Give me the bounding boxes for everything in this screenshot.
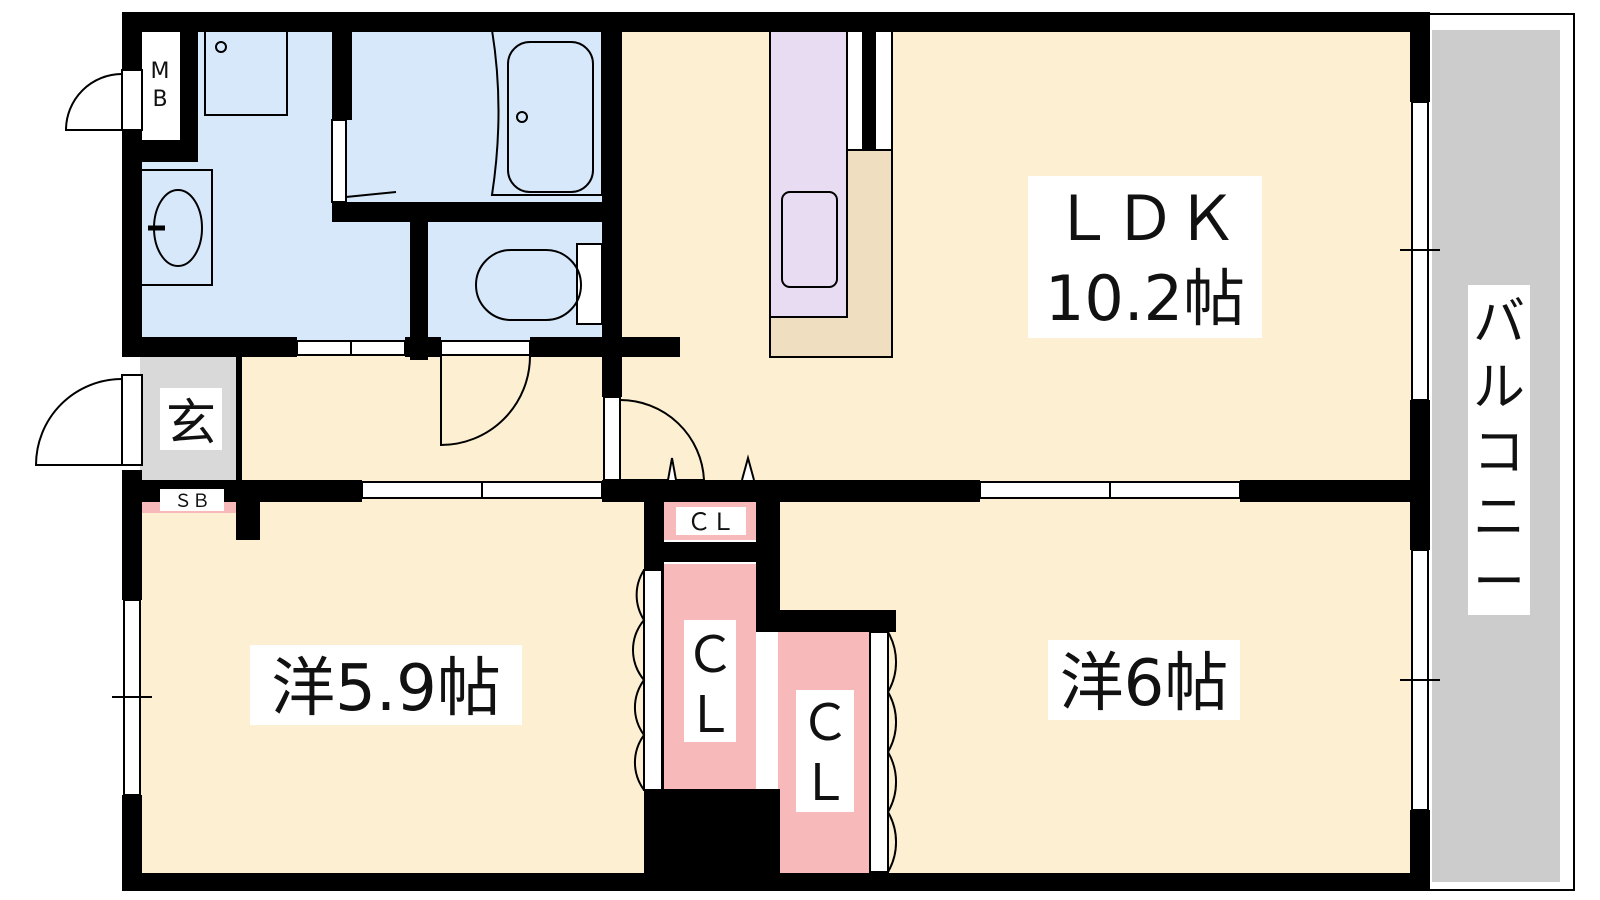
entrance-door xyxy=(121,374,143,466)
wall-bath-bottom xyxy=(332,202,604,222)
wall-left-upper xyxy=(122,12,142,352)
wall-mid-d xyxy=(1240,480,1430,502)
washing-machine-dot xyxy=(215,41,227,53)
wall-bath-right xyxy=(602,12,622,342)
walls xyxy=(122,12,1430,891)
wall-top xyxy=(122,12,1424,32)
kitchen xyxy=(769,29,893,358)
entrance-door-swing xyxy=(34,378,123,466)
shoe-box-label: ＳＢ xyxy=(174,491,210,512)
closet2-label-bg xyxy=(796,690,854,812)
closet1-label-c: Ｃ xyxy=(685,626,735,684)
ldk-door-swing xyxy=(619,398,706,481)
wall-left-mid xyxy=(122,470,142,600)
wall-closet-divider xyxy=(644,542,780,562)
bathtub-basin xyxy=(507,41,594,193)
ldk-floor xyxy=(622,30,1412,488)
western1-label: 洋5.9帖 xyxy=(271,652,501,726)
wall-hall-right xyxy=(602,342,622,397)
closet2-label-c: Ｃ xyxy=(800,694,850,752)
closet2-label-l: Ｌ xyxy=(800,754,850,812)
wall-right-low xyxy=(1410,810,1430,891)
wall-shoebox-corner xyxy=(236,500,260,540)
closet1-door-frame xyxy=(643,569,663,791)
bath-door-rail xyxy=(331,119,347,203)
toilet-door-swing xyxy=(440,355,531,447)
meter-box-label-m: M xyxy=(151,59,170,84)
ldk-name-label: ＬＤＫ xyxy=(1052,182,1238,255)
wall-meterbox-bottom xyxy=(122,140,198,162)
wall-meterbox-right xyxy=(180,12,198,162)
closet1-label-bg xyxy=(684,620,736,742)
toilet-door-frame xyxy=(440,340,531,356)
toilet-bowl xyxy=(475,249,582,321)
label-backgrounds xyxy=(144,50,1530,812)
closet-small-door-right xyxy=(741,454,755,481)
bath-door-line xyxy=(345,191,397,198)
entrance-label: 玄 xyxy=(166,394,216,452)
wall-closet-base xyxy=(644,789,780,873)
balcony-label-char: コ xyxy=(1473,423,1525,483)
wall-mid-a xyxy=(122,480,362,502)
western2-label-bg xyxy=(1048,640,1240,720)
meter-box-door xyxy=(121,69,143,131)
balcony-label-char: ー xyxy=(1473,553,1525,613)
balcony-label-char: バ xyxy=(1473,293,1525,353)
kitchen-sink xyxy=(781,191,838,288)
labels: ＬＤＫ 10.2帖 洋5.9帖 洋6帖 玄 ＳＢ M B ＣＬ Ｃ Ｌ Ｃ Ｌ … xyxy=(151,59,1526,812)
closet2-door-swing xyxy=(886,631,898,873)
closet1-label-l: Ｌ xyxy=(685,686,735,744)
closet-small-label: ＣＬ xyxy=(687,508,735,536)
closet-small-label-bg xyxy=(676,507,746,535)
floors xyxy=(140,13,1575,891)
wall-mid-b xyxy=(602,480,762,502)
wall-closet2-top xyxy=(756,610,896,632)
openings xyxy=(34,69,1440,873)
wall-right-top xyxy=(1410,12,1430,102)
wall-washroom-bottom-a xyxy=(122,337,297,357)
hall-floor xyxy=(240,355,622,488)
closet1-door-swing xyxy=(632,569,646,791)
wall-bath-left xyxy=(332,12,352,120)
balcony-label-char: ル xyxy=(1473,358,1525,418)
meter-box-label-bg xyxy=(144,50,176,114)
western1-label-bg xyxy=(250,645,522,725)
wall-right-mid xyxy=(1410,400,1430,550)
shoe-box-label-bg xyxy=(160,489,224,511)
wall-mid-c xyxy=(740,480,980,502)
wall-washroom-bottom-b xyxy=(405,337,441,357)
ldk-label-bg xyxy=(1028,176,1262,338)
meter-box-door-swing xyxy=(64,73,123,131)
balcony-label-char: ニ xyxy=(1473,488,1525,548)
balcony-label-bg xyxy=(1468,285,1530,615)
wall-entrance-right xyxy=(236,355,242,485)
ldk-size-label: 10.2帖 xyxy=(1045,262,1245,335)
ldk-door-frame xyxy=(603,396,621,481)
bathtub-outline xyxy=(490,29,603,196)
bathroom-floor xyxy=(352,30,602,210)
wall-left-low xyxy=(122,795,142,890)
western2-label: 洋6帖 xyxy=(1060,647,1229,721)
kitchen-partition-wall xyxy=(862,30,876,150)
meter-box-label-b: B xyxy=(152,87,167,112)
wall-toilet-left xyxy=(410,222,428,360)
closet2-door-frame xyxy=(869,631,889,873)
wall-bottom xyxy=(122,873,1424,891)
entrance-label-bg xyxy=(160,388,222,450)
bathtub-drain xyxy=(516,111,528,123)
closet-small-door-left xyxy=(667,457,677,481)
